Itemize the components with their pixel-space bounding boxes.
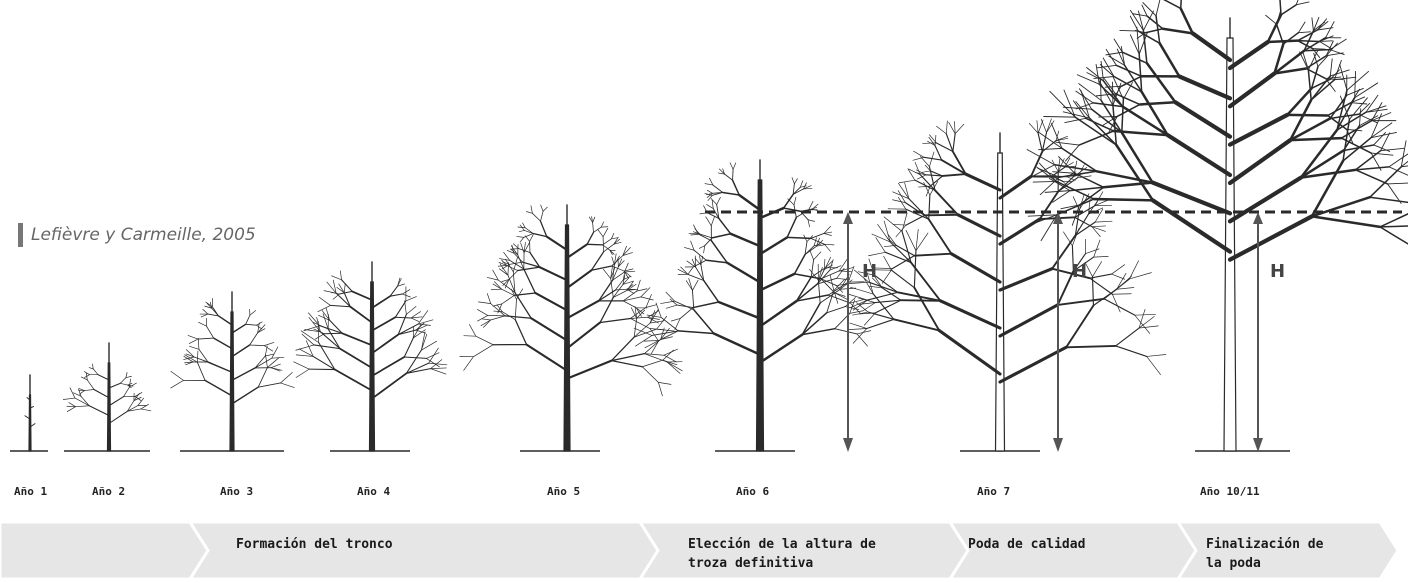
credit-bar xyxy=(18,223,23,247)
tree-year-1 xyxy=(25,375,35,451)
phase-label-height-choice: Elección de la altura de troza definitiv… xyxy=(688,535,876,573)
height-arrow-1 xyxy=(843,212,853,452)
tree-year-2 xyxy=(63,343,151,451)
tree-year-8 xyxy=(1027,0,1408,451)
height-arrow-2 xyxy=(1053,212,1063,452)
year-label-10-11: Año 10/11 xyxy=(1200,485,1260,498)
year-label-7: Año 7 xyxy=(977,485,1010,498)
height-label-3: H xyxy=(1270,261,1285,282)
tree-year-6 xyxy=(634,160,871,451)
phase-label-quality-pruning: Poda de calidad xyxy=(968,535,1085,554)
phase-arrow-segment xyxy=(0,522,208,579)
year-label-1: Año 1 xyxy=(14,485,47,498)
credit-text: Lefièvre y Carmeille, 2005 xyxy=(31,225,256,245)
year-label-6: Año 6 xyxy=(736,485,769,498)
credit: Lefièvre y Carmeille, 2005 xyxy=(18,222,256,248)
year-label-5: Año 5 xyxy=(547,485,580,498)
year-label-3: Año 3 xyxy=(220,485,253,498)
phase-label-trunk-formation: Formación del tronco xyxy=(236,535,393,554)
year-label-4: Año 4 xyxy=(357,485,390,498)
tree-year-7 xyxy=(848,119,1166,451)
phase-label-pruning-end: Finalización de la poda xyxy=(1206,535,1323,573)
tree-year-3 xyxy=(171,292,295,451)
tree-year-4 xyxy=(294,262,447,451)
height-label-2: H xyxy=(1072,261,1087,282)
tree-year-5 xyxy=(460,205,682,451)
height-label-1: H xyxy=(862,261,877,282)
year-label-2: Año 2 xyxy=(92,485,125,498)
